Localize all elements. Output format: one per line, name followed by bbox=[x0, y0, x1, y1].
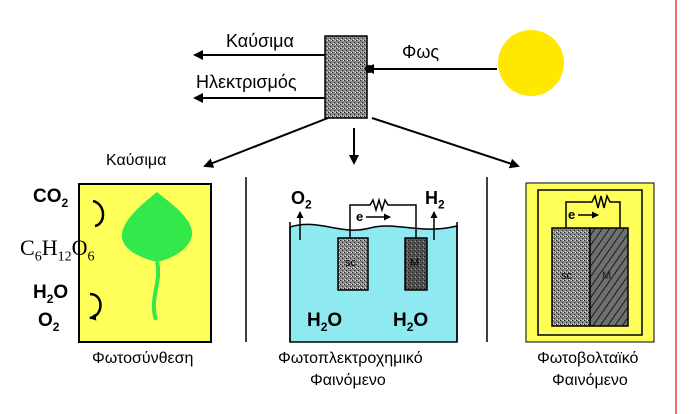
co2-text: CO bbox=[33, 186, 62, 207]
arrow-to-photovoltaic bbox=[371, 117, 520, 169]
pec-water-left-sub: 2 bbox=[320, 319, 328, 334]
photosynthesis-fuel-label: Καύσιμα bbox=[106, 152, 167, 169]
pec-h2-label: H2 bbox=[425, 188, 445, 212]
glucose-formula: C6H12O6 bbox=[20, 235, 94, 265]
oxygen-formula: O2 bbox=[38, 310, 59, 334]
glucose-o: O bbox=[71, 235, 88, 260]
pec-h2-text: H bbox=[425, 188, 438, 208]
pec-water-right-sub: 2 bbox=[406, 319, 414, 334]
pec-caption-line2: Φαινόμενο bbox=[310, 372, 386, 389]
pec-water-left-o: O bbox=[327, 310, 343, 331]
leaf-icon bbox=[121, 192, 193, 262]
pv-sc-layer bbox=[551, 227, 591, 327]
light-label: Φως bbox=[402, 42, 440, 62]
pv-caption-line2: Φαινόμενο bbox=[552, 372, 628, 389]
light-entry-dot bbox=[365, 65, 373, 73]
pec-water-right-h: H bbox=[393, 310, 407, 331]
co2-subscript: 2 bbox=[61, 195, 69, 210]
sun-icon bbox=[498, 30, 564, 96]
pec-o2-text: O bbox=[291, 188, 306, 208]
oxygen-text: O bbox=[38, 310, 53, 331]
top-fuel-label: Καύσιμα bbox=[226, 31, 294, 51]
electricity-label: Ηλεκτρισμός bbox=[196, 72, 297, 92]
pv-sc-label: sc bbox=[561, 270, 572, 282]
glucose-h: H bbox=[41, 235, 58, 260]
arrow-to-photosynthesis bbox=[203, 117, 329, 168]
glucose-o-sub: 6 bbox=[87, 249, 95, 265]
pv-electron-label: e bbox=[568, 207, 576, 222]
water-split-arrow bbox=[89, 292, 102, 321]
pec-o2-sub: 2 bbox=[305, 197, 312, 212]
pec-metal-label: M bbox=[410, 257, 420, 269]
glucose-c-sub: 6 bbox=[34, 249, 42, 265]
pv-circuit bbox=[565, 193, 621, 228]
glucose-c: C bbox=[20, 235, 35, 260]
leaf-stem bbox=[151, 261, 161, 321]
water-o: O bbox=[53, 282, 69, 303]
co2-uptake-arrow bbox=[92, 199, 105, 228]
water-h: H bbox=[33, 282, 47, 303]
semiconductor-block bbox=[324, 35, 368, 119]
photovoltaic-inner-frame bbox=[537, 189, 643, 336]
sc-electrode bbox=[337, 237, 369, 291]
external-circuit bbox=[349, 197, 417, 238]
pec-water-left-h: H bbox=[307, 310, 321, 331]
pec-electron-label: e bbox=[356, 209, 364, 224]
pec-water-right-o: O bbox=[413, 310, 429, 331]
pec-h2-sub: 2 bbox=[438, 197, 445, 212]
pec-sc-label: sc bbox=[345, 257, 356, 269]
pv-metal-label: M bbox=[602, 270, 612, 282]
photosynthesis-caption: Φωτοσύνθεση bbox=[92, 350, 194, 367]
water-formula: H2O bbox=[33, 282, 68, 306]
water-h-sub: 2 bbox=[46, 291, 54, 306]
oxygen-sub: 2 bbox=[52, 319, 60, 334]
glucose-h-sub: 12 bbox=[57, 249, 72, 265]
pv-metal-layer bbox=[589, 227, 629, 327]
co2-formula: CO2 bbox=[33, 186, 68, 210]
pv-caption-line1: Φωτοβολταϊκό bbox=[537, 350, 639, 367]
pec-caption-line1: Φωτοπλεκτροχημικό bbox=[278, 350, 423, 367]
pec-water-right: H2O bbox=[393, 310, 428, 334]
pec-water-left: H2O bbox=[307, 310, 342, 334]
pec-o2-label: O2 bbox=[291, 188, 312, 212]
